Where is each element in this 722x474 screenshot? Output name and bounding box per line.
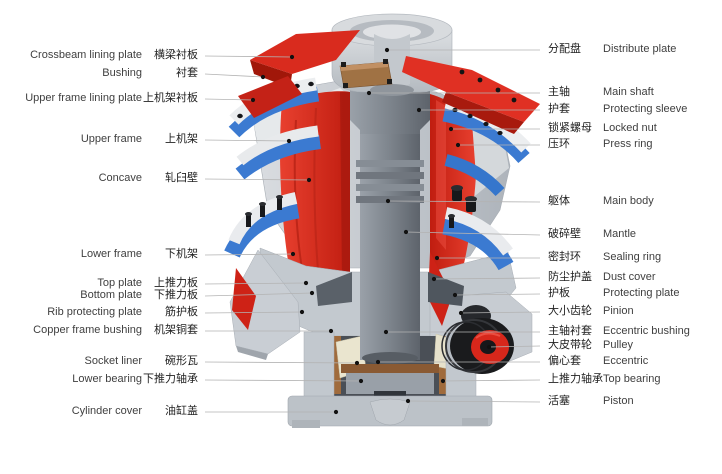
label-piston: 活塞 Piston (548, 395, 634, 408)
label-en: Upper frame lining plate (25, 92, 142, 104)
label-en: Top bearing (603, 373, 661, 385)
label-main-body: 躯体 Main body (548, 195, 654, 208)
label-zh: 下推力轴承 (143, 373, 198, 385)
label-en: Copper frame bushing (33, 324, 142, 336)
distribute-plate (339, 59, 393, 89)
label-en: Protecting plate (603, 287, 680, 299)
label-en: Rib protecting plate (47, 306, 142, 318)
label-dust-cover: 防尘护盖 Dust cover (548, 271, 656, 284)
label-zh: 横梁衬板 (154, 49, 198, 61)
label-pinion: 大小齿轮 Pinion (548, 305, 634, 318)
label-cylinder-cover: Cylinder cover 油缸盖 (0, 405, 198, 418)
label-zh: 大皮带轮 (548, 339, 592, 351)
label-en: Protecting sleeve (603, 103, 688, 115)
label-zh: 防尘护盖 (548, 271, 592, 283)
label-zh: 轧臼壁 (165, 172, 198, 184)
label-socket-liner: Socket liner 碗形瓦 (0, 355, 198, 368)
label-eccentric: 偏心套 Eccentric (548, 355, 648, 368)
label-eccentric-bushing: 主轴衬套 Eccentric bushing (548, 325, 690, 338)
label-en: Dust cover (603, 271, 656, 283)
label-en: Bushing (102, 67, 142, 79)
label-zh: 下推力板 (154, 289, 198, 301)
label-lower-frame: Lower frame 下机架 (0, 248, 198, 261)
label-zh: 筋护板 (165, 306, 198, 318)
label-bottom-plate: Bottom plate 下推力板 (0, 289, 198, 302)
label-zh: 偏心套 (548, 355, 581, 367)
label-zh: 上推力轴承 (548, 373, 603, 385)
label-zh: 上推力板 (154, 277, 198, 289)
label-crossbeam-lining-plate: Crossbeam lining plate 横梁衬板 (0, 49, 198, 62)
label-zh: 下机架 (165, 248, 198, 260)
label-en: Pulley (603, 339, 633, 351)
drive-pulley (441, 318, 514, 374)
label-zh: 分配盘 (548, 43, 581, 55)
label-en: Press ring (603, 138, 653, 150)
label-sealing-ring: 密封环 Sealing ring (548, 251, 661, 264)
label-en: Piston (603, 395, 634, 407)
label-zh: 密封环 (548, 251, 581, 263)
label-zh: 主轴 (548, 86, 570, 98)
label-distribute-plate: 分配盘 Distribute plate (548, 43, 676, 56)
label-en: Socket liner (84, 355, 142, 367)
label-en: Lower bearing (72, 373, 142, 385)
label-en: Pinion (603, 305, 634, 317)
label-en: Eccentric (603, 355, 649, 367)
flange-rings (224, 77, 531, 271)
label-locked-nut: 锁紧螺母 Locked nut (548, 122, 657, 135)
label-protecting-plate: 护板 Protecting plate (548, 287, 679, 300)
leader-dots (250, 47, 492, 415)
label-zh: 活塞 (548, 395, 570, 407)
label-en: Lower frame (80, 248, 142, 260)
crossbeam-arms (238, 30, 540, 136)
main-shaft (350, 84, 430, 364)
label-en: Eccentric bushing (603, 325, 690, 337)
label-mantle: 破碎壁 Mantle (548, 228, 636, 241)
label-en: Sealing ring (603, 251, 662, 263)
label-zh: 躯体 (548, 195, 570, 207)
label-zh: 破碎壁 (548, 228, 581, 240)
label-main-shaft: 主轴 Main shaft (548, 86, 654, 99)
label-zh: 护板 (548, 287, 570, 299)
label-zh: 压环 (548, 138, 570, 150)
label-protecting-sleeve: 护套 Protecting sleeve (548, 103, 687, 116)
label-en: Bottom plate (80, 289, 142, 301)
label-rib-protecting-plate: Rib protecting plate 筋护板 (0, 306, 198, 319)
label-en: Concave (98, 172, 142, 184)
label-zh: 主轴衬套 (548, 325, 592, 337)
label-bushing: Bushing 衬套 (0, 67, 198, 80)
label-en: Main shaft (603, 86, 654, 98)
label-zh: 大小齿轮 (548, 305, 592, 317)
label-en: Cylinder cover (71, 405, 142, 417)
label-upper-frame: Upper frame 上机架 (0, 133, 198, 146)
label-press-ring: 压环 Press ring (548, 138, 653, 151)
label-zh: 碗形瓦 (165, 355, 198, 367)
hydraulic-cylinder (287, 331, 493, 428)
label-zh: 衬套 (176, 67, 198, 79)
label-en: Locked nut (603, 122, 657, 134)
label-top-plate: Top plate 上推力板 (0, 277, 198, 290)
label-zh: 锁紧螺母 (548, 122, 592, 134)
leader-lines (204, 49, 541, 413)
label-en: Crossbeam lining plate (30, 49, 142, 61)
label-zh: 上机架衬板 (143, 92, 198, 104)
label-zh: 机架铜套 (154, 324, 198, 336)
label-zh: 油缸盖 (165, 405, 198, 417)
label-en: Mantle (603, 228, 637, 240)
label-en: Top plate (97, 277, 142, 289)
label-zh: 上机架 (165, 133, 198, 145)
label-en: Main body (603, 195, 654, 207)
label-concave: Concave 轧臼壁 (0, 172, 198, 185)
label-en: Distribute plate (603, 43, 677, 55)
label-copper-frame-bushing: Copper frame bushing 机架铜套 (0, 324, 198, 337)
label-zh: 护套 (548, 103, 570, 115)
label-en: Upper frame (80, 133, 142, 145)
label-pulley: 大皮带轮 Pulley (548, 339, 633, 352)
